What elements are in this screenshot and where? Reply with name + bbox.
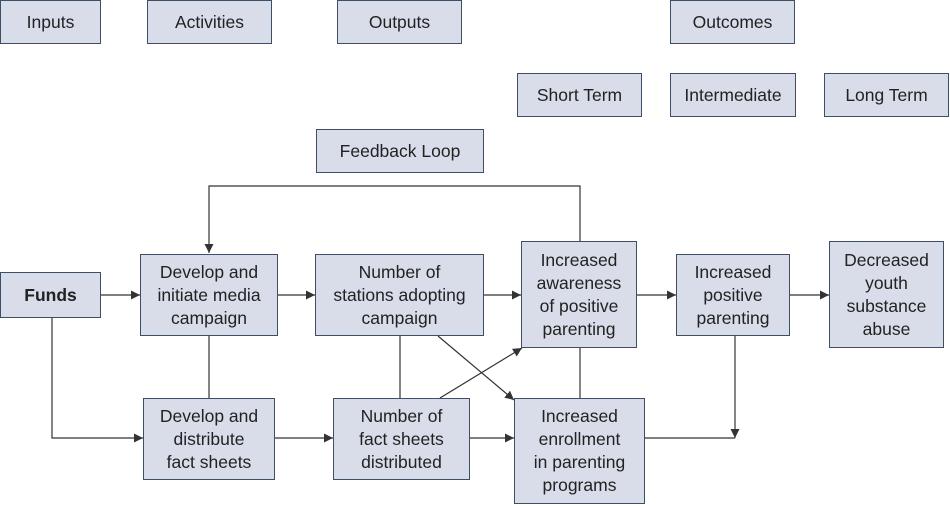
node-stations-adopting: Number of stations adopting campaign bbox=[315, 254, 484, 336]
node-funds: Funds bbox=[0, 272, 101, 318]
header-outputs: Outputs bbox=[337, 0, 462, 44]
header-short-term: Short Term bbox=[517, 73, 642, 117]
header-intermediate: Intermediate bbox=[670, 73, 796, 117]
node-media-campaign: Develop and initiate media campaign bbox=[140, 254, 278, 336]
node-increased-positive-parenting: Increased positive parenting bbox=[676, 254, 790, 336]
arrow-funds-to-factsheets bbox=[51, 318, 143, 443]
header-inputs: Inputs bbox=[0, 0, 101, 44]
node-increased-awareness: Increased awareness of positive parentin… bbox=[521, 241, 637, 348]
arrow-feedback-loop bbox=[204, 185, 581, 253]
node-decreased-abuse: Decreased youth substance abuse bbox=[829, 241, 944, 348]
arrow-distributed-to-awareness bbox=[439, 347, 523, 399]
arrow-stations-to-enrollment bbox=[437, 335, 515, 401]
header-outcomes: Outcomes bbox=[670, 0, 795, 44]
header-long-term: Long Term bbox=[824, 73, 949, 117]
node-fact-sheets-distributed: Number of fact sheets distributed bbox=[333, 398, 470, 480]
header-activities: Activities bbox=[147, 0, 272, 44]
node-fact-sheets-activity: Develop and distribute fact sheets bbox=[143, 398, 275, 480]
header-feedback-loop: Feedback Loop bbox=[316, 129, 484, 173]
node-increased-enrollment: Increased enrollment in parenting progra… bbox=[514, 398, 645, 504]
